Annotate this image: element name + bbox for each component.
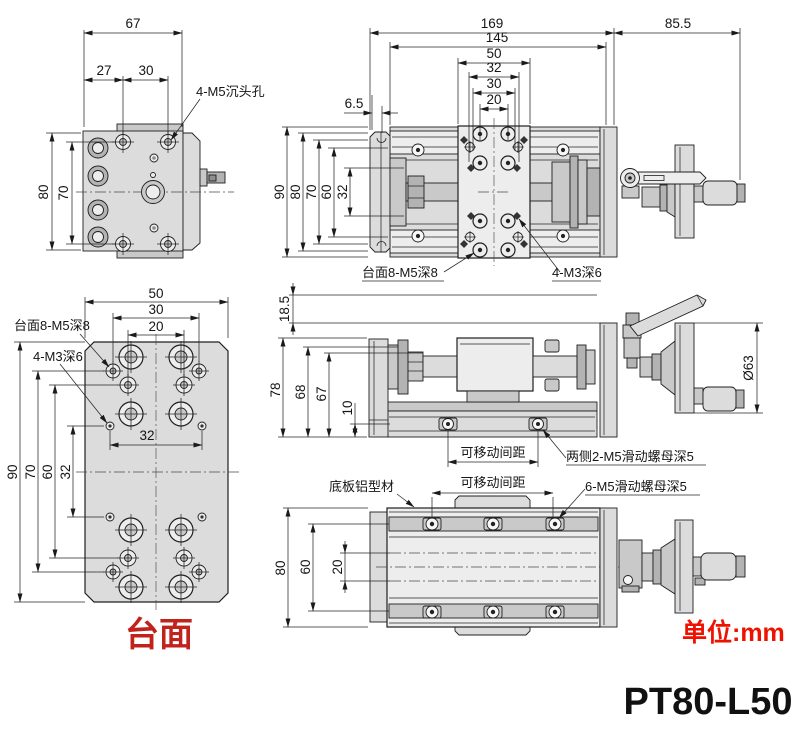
front-side-plate	[182, 132, 201, 251]
dim-bottom-80: 80	[273, 560, 288, 575]
bottom-right-end-plate	[599, 507, 618, 628]
side-table-slab	[373, 401, 598, 412]
side-handwheel-disc	[674, 322, 695, 414]
side-leadscrew	[422, 355, 459, 378]
top-rail-screws	[411, 143, 570, 243]
dim-side-18-5: 18.5	[277, 296, 292, 322]
label-bottom-nuts: 6-M5滑动螺母深5	[585, 479, 687, 494]
side-right-end-plate	[599, 322, 618, 438]
label-side-nuts: 两侧2-M5滑动螺母深5	[566, 449, 694, 464]
dim-bottom-20: 20	[330, 559, 345, 574]
dim-front-width: 67	[125, 16, 140, 31]
top-right-end-plate	[599, 126, 618, 258]
side-handwheel-knob	[702, 386, 737, 412]
top-view: 169 85.5 145 50 32 30 20 6.5 90 80 70 60	[272, 16, 746, 282]
dim-front-height70: 70	[56, 185, 71, 200]
dim-side-10: 10	[340, 400, 355, 415]
dim-table-h32: 32	[58, 464, 73, 479]
bottom-slot-screws	[422, 517, 565, 619]
label-bottom-base-plate: 底板铝型材	[329, 479, 394, 494]
dim-top-32: 32	[486, 60, 501, 75]
dim-table-30: 30	[148, 302, 163, 317]
dim-top-169: 169	[481, 16, 504, 31]
top-handwheel-disc	[674, 144, 695, 239]
dim-table-20: 20	[148, 319, 163, 334]
dim-top-h60: 60	[319, 184, 334, 199]
label-side-travel: 可移动间距	[460, 445, 525, 460]
side-view: 18.5	[268, 283, 763, 467]
top-plate-m3-holes	[460, 136, 528, 248]
table-m5-thread-holes	[103, 361, 209, 582]
label-top-m3-holes: 4-M3深6	[552, 265, 602, 280]
dim-table-h90: 90	[5, 464, 20, 479]
front-counterbore-holes	[87, 137, 109, 248]
side-base-rail	[386, 410, 598, 438]
side-motor-block	[456, 337, 534, 392]
dim-side-78: 78	[268, 382, 283, 397]
side-slot-screws	[438, 417, 548, 431]
dim-top-30: 30	[486, 76, 501, 91]
front-m5-countersunk-holes	[112, 131, 179, 255]
dim-table-50: 50	[148, 286, 163, 301]
table-face-view: 50 30 20 90 70 60 32 32 台面8-M5深8 4-M3深6 …	[5, 286, 240, 654]
table-m5-counterbore-holes	[115, 341, 197, 603]
dim-front-height80: 80	[36, 184, 51, 199]
side-handwheel	[639, 322, 745, 414]
top-left-end-cap	[369, 131, 391, 253]
bottom-handwheel-knob	[700, 552, 737, 581]
label-top-table-holes: 台面8-M5深8	[362, 265, 438, 280]
front-knob-shaft	[199, 168, 208, 187]
top-leadscrew-right	[529, 182, 553, 202]
dim-bottom-60: 60	[298, 559, 313, 574]
bottom-handwheel-disc	[674, 519, 694, 614]
model-title: PT80-L50	[624, 681, 793, 723]
dim-top-50: 50	[486, 46, 501, 61]
dim-top-h32: 32	[335, 184, 350, 199]
dim-top-20: 20	[486, 92, 501, 107]
top-hex-nut	[407, 175, 425, 209]
dim-front-27: 27	[96, 63, 111, 78]
bottom-handwheel	[618, 519, 746, 614]
top-plate-small-holes	[464, 141, 524, 243]
dim-top-6-5: 6.5	[345, 96, 364, 111]
label-bottom-travel: 可移动间距	[460, 475, 525, 490]
unit-label: 单位:mm	[682, 618, 785, 647]
dim-table-h60: 60	[40, 464, 55, 479]
side-lock-lever	[622, 294, 707, 369]
top-handwheel	[620, 144, 746, 239]
top-handwheel-knob	[702, 180, 738, 206]
dim-table-w32: 32	[139, 428, 154, 443]
top-lock-lever	[637, 171, 707, 185]
label-table-m5: 台面8-M5深8	[14, 318, 90, 333]
dim-top-85-5: 85.5	[665, 16, 691, 31]
top-plate-m5-holes	[472, 126, 516, 258]
label-table-m3: 4-M3深6	[33, 349, 83, 364]
dim-top-145: 145	[486, 30, 509, 45]
dim-side-dia63: Ø63	[741, 355, 756, 381]
side-left-end-plate	[368, 338, 389, 438]
dim-table-h70: 70	[23, 464, 38, 479]
dim-top-h70: 70	[304, 184, 319, 199]
front-view: 67 27 30 4-M5沉头孔 80 70	[36, 16, 265, 259]
bottom-view: 80 60 20 底板铝型材 可移动间距 6-M5滑动螺母深5	[273, 475, 746, 636]
label-front-counterbore: 4-M5沉头孔	[196, 84, 265, 99]
dim-top-h80: 80	[288, 184, 303, 199]
table-caption: 台面	[125, 616, 193, 654]
dim-top-h90: 90	[272, 184, 287, 199]
dim-front-30: 30	[138, 63, 153, 78]
dim-side-67: 67	[314, 386, 329, 401]
table-m3-holes	[105, 421, 207, 522]
dim-side-68: 68	[293, 384, 308, 399]
